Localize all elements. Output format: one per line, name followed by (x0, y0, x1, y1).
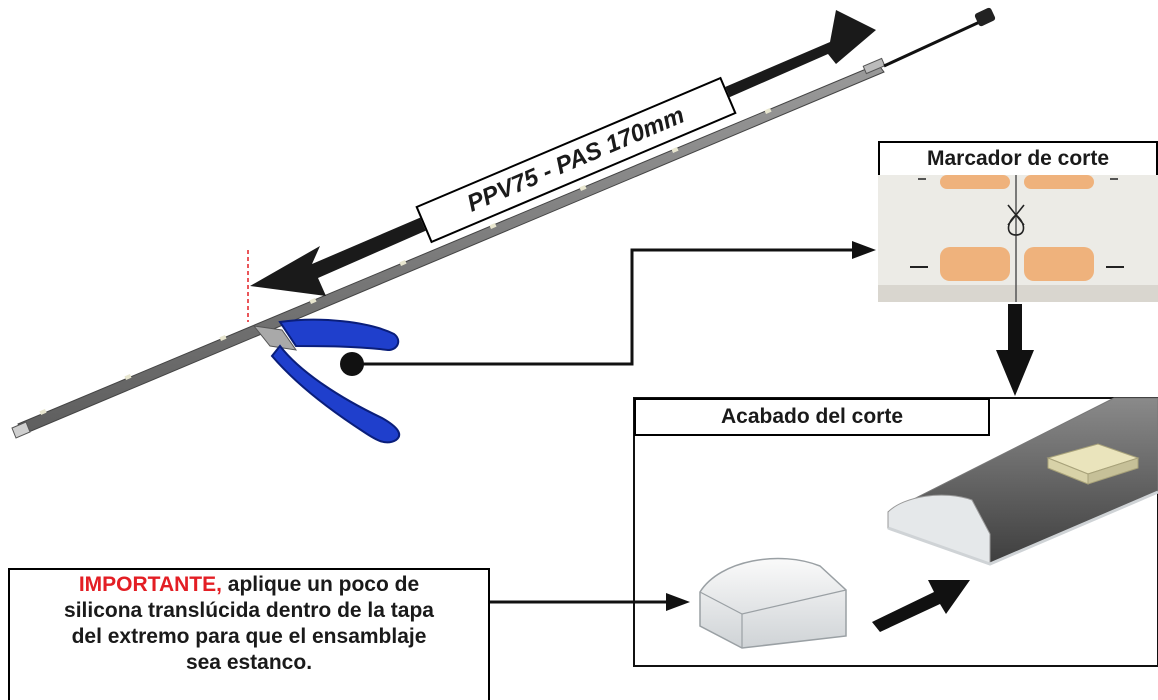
important-note: IMPORTANTE, aplique un poco de silicona … (8, 568, 490, 700)
marker-box-title: Marcador de corte (878, 141, 1158, 177)
note-line-3: del extremo para que el ensamblaje (71, 625, 427, 648)
marker-to-finish-arrow (996, 304, 1034, 396)
note-line-4: sea estanco. (185, 651, 313, 674)
note-line-1: IMPORTANTE, aplique un poco de (10, 572, 488, 598)
marker-title-text: Marcador de corte (926, 147, 1110, 170)
note-text-1: aplique un poco de (221, 573, 420, 596)
end-cap (699, 557, 847, 649)
pliers-to-marker-connector (340, 241, 876, 376)
note-to-cap-connector (490, 593, 690, 611)
finish-title-text: Acabado del corte (720, 405, 904, 428)
note-line-2: silicona translúcida dentro de la tapa (64, 599, 434, 622)
cut-marker-photo (878, 175, 1158, 302)
note-highlight: IMPORTANTE, (78, 573, 222, 596)
length-double-arrow (250, 10, 876, 296)
strip-cable (883, 7, 996, 68)
aluminium-profile (887, 397, 1158, 566)
finish-box-title: Acabado del corte (634, 398, 990, 436)
assembly-arrow (872, 580, 970, 632)
led-strip (11, 57, 886, 439)
pliers-icon (252, 318, 401, 444)
